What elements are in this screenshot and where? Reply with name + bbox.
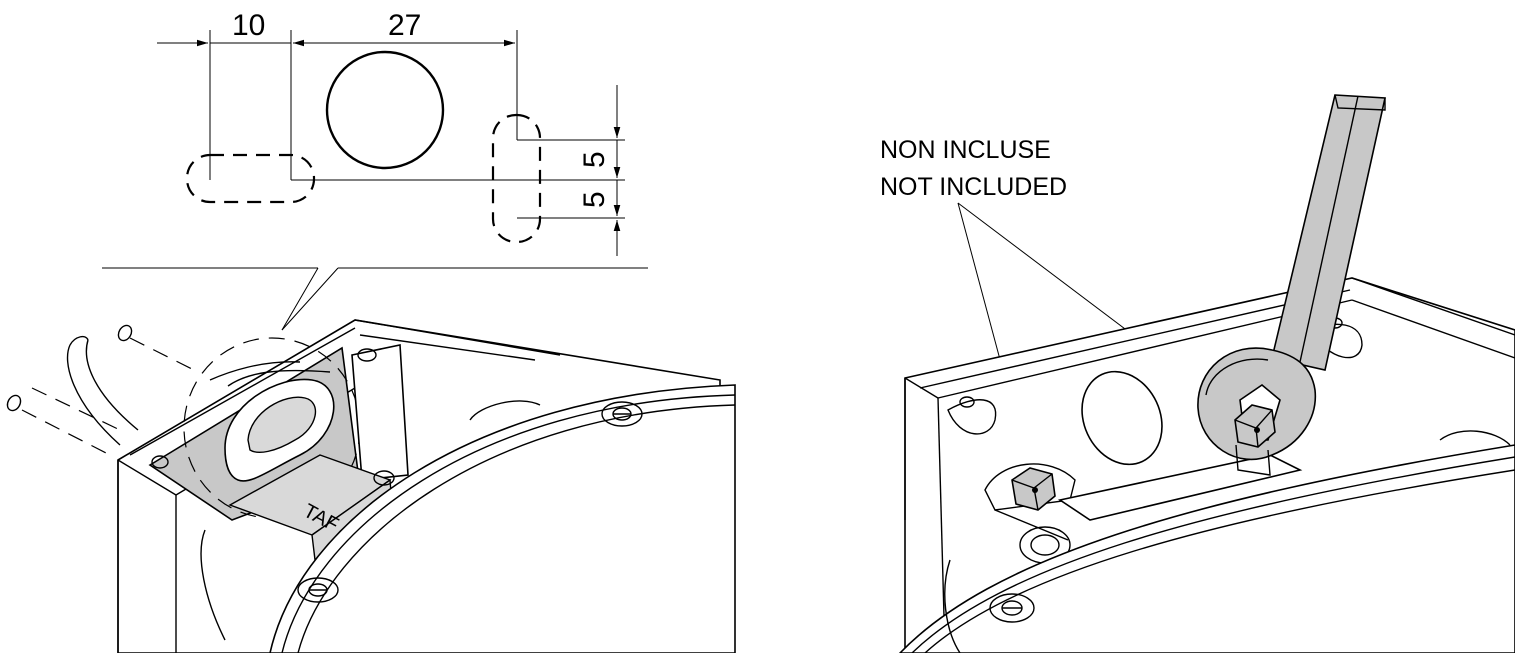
cover-screw (989, 593, 1035, 623)
dim-slot-lower: 5 (578, 191, 611, 208)
callout-line-en: NOT INCLUDED (880, 173, 1067, 201)
not-included-callout: NON INCLUSE NOT INCLUDED (880, 136, 1256, 491)
right-box-illustration (898, 94, 1515, 653)
left-box-illustration: TAF (6, 319, 736, 653)
hex-nut-left (1011, 467, 1056, 511)
cover-screw-left (297, 577, 339, 603)
drilling-template: 10 27 5 5 (102, 9, 648, 331)
dim-slot-upper: 5 (578, 151, 611, 168)
callout-line-fr: NON INCLUSE (880, 136, 1051, 164)
hex-nut-right (1234, 404, 1276, 448)
cable-entry-hole (1081, 370, 1163, 466)
cover-screw-right (601, 401, 643, 427)
dim-hole-spacing: 27 (388, 9, 421, 42)
dim-offset-left: 10 (232, 9, 265, 42)
vertical-slot (491, 113, 542, 244)
horizontal-slot (185, 153, 316, 204)
cable-hole (325, 50, 445, 170)
